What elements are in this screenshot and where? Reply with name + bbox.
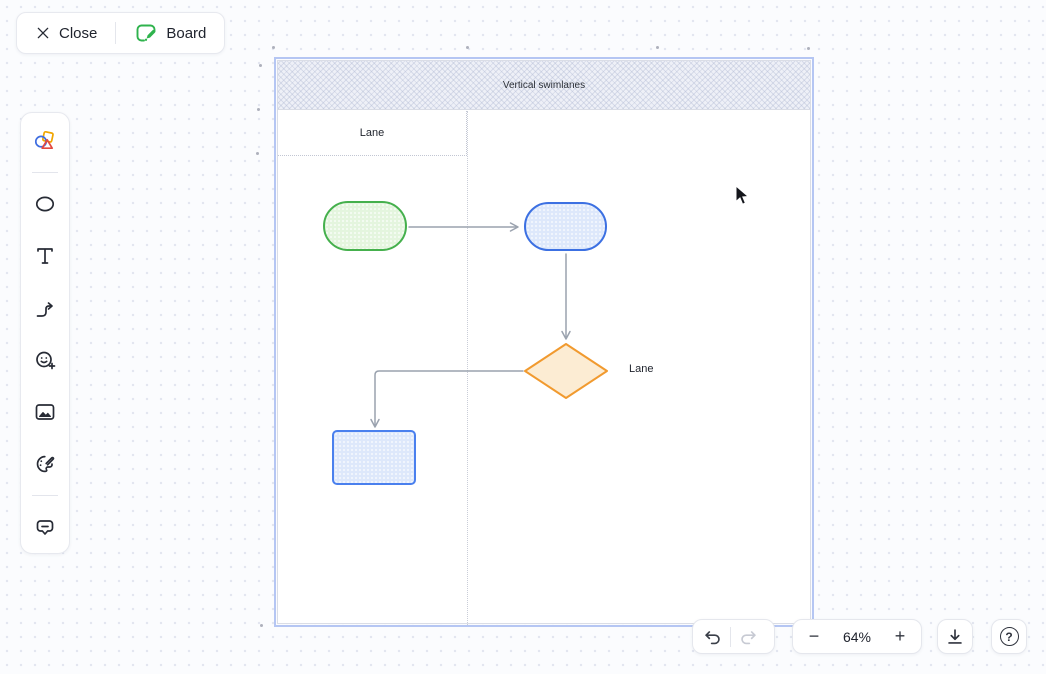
download-button[interactable]: [937, 619, 973, 654]
history-divider: [730, 626, 731, 647]
handle-dot: [807, 47, 810, 50]
lane-title-cell[interactable]: Lane: [278, 111, 467, 156]
help-icon: ?: [992, 620, 1026, 653]
handle-dot: [260, 624, 263, 627]
tool-add-sticker[interactable]: [27, 342, 63, 378]
zoom-out-label: −: [808, 626, 820, 646]
board-button[interactable]: Board: [124, 15, 216, 51]
connector-decision-to-task: [374, 370, 524, 427]
history-controls: [692, 619, 775, 654]
close-icon: [35, 25, 51, 41]
help-button[interactable]: ?: [991, 619, 1027, 654]
shapes-library-icon: [33, 129, 57, 153]
tools-sidebar: [20, 112, 70, 554]
close-button[interactable]: Close: [25, 19, 107, 48]
swimlane-frame-header[interactable]: Vertical swimlanes: [278, 61, 810, 110]
floating-lane-label: Lane: [629, 363, 654, 375]
undo-icon: [702, 626, 724, 648]
lane-divider: [467, 111, 468, 625]
decision-node[interactable]: [523, 342, 609, 400]
redo-icon: [737, 626, 759, 648]
lane-title-label: Lane: [359, 127, 385, 139]
palette-icon: [33, 452, 57, 476]
board-logo-icon: [134, 21, 158, 45]
decision-diamond: [524, 343, 608, 399]
tool-comment[interactable]: [27, 509, 63, 545]
tool-text[interactable]: [27, 238, 63, 274]
zoom-out-button[interactable]: −: [797, 620, 831, 653]
handle-dot: [259, 64, 262, 67]
tool-palette[interactable]: [27, 446, 63, 482]
process-node[interactable]: [524, 202, 607, 251]
connector-arrowhead: [370, 418, 380, 428]
handle-dot: [466, 46, 469, 49]
frame-title: Vertical swimlanes: [502, 79, 586, 91]
tool-shapes-library[interactable]: [27, 123, 63, 159]
comment-icon: [33, 515, 57, 539]
text-icon: [33, 244, 57, 268]
connector-icon: [33, 296, 57, 320]
zoom-in-button[interactable]: +: [883, 620, 917, 653]
swimlane-frame[interactable]: Vertical swimlanes Lane Lane: [277, 60, 811, 625]
close-button-label: Close: [59, 24, 98, 42]
board-button-label: Board: [166, 24, 207, 42]
image-icon: [33, 400, 57, 424]
toolbar-divider: [115, 22, 117, 44]
tool-ellipse[interactable]: [27, 186, 63, 222]
handle-dot: [257, 108, 260, 111]
sidebar-divider: [32, 495, 58, 496]
help-glyph: ?: [999, 627, 1019, 646]
zoom-level: 64%: [842, 628, 872, 645]
top-toolbar: Close Board: [16, 12, 226, 54]
ellipse-icon: [33, 192, 57, 216]
connector-arrowhead: [509, 222, 519, 232]
connector-arrowhead: [561, 330, 571, 340]
download-icon: [938, 620, 972, 653]
zoom-controls: − 64% +: [792, 619, 922, 654]
task-node[interactable]: [332, 430, 416, 485]
tool-connector[interactable]: [27, 290, 63, 326]
redo-button[interactable]: [731, 620, 765, 653]
handle-dot: [272, 46, 275, 49]
tool-image[interactable]: [27, 394, 63, 430]
zoom-in-label: +: [894, 626, 906, 646]
sidebar-divider: [32, 172, 58, 173]
undo-button[interactable]: [696, 620, 730, 653]
add-sticker-icon: [33, 348, 57, 372]
handle-dot: [256, 152, 259, 155]
handle-dot: [656, 46, 659, 49]
start-node[interactable]: [323, 201, 407, 251]
